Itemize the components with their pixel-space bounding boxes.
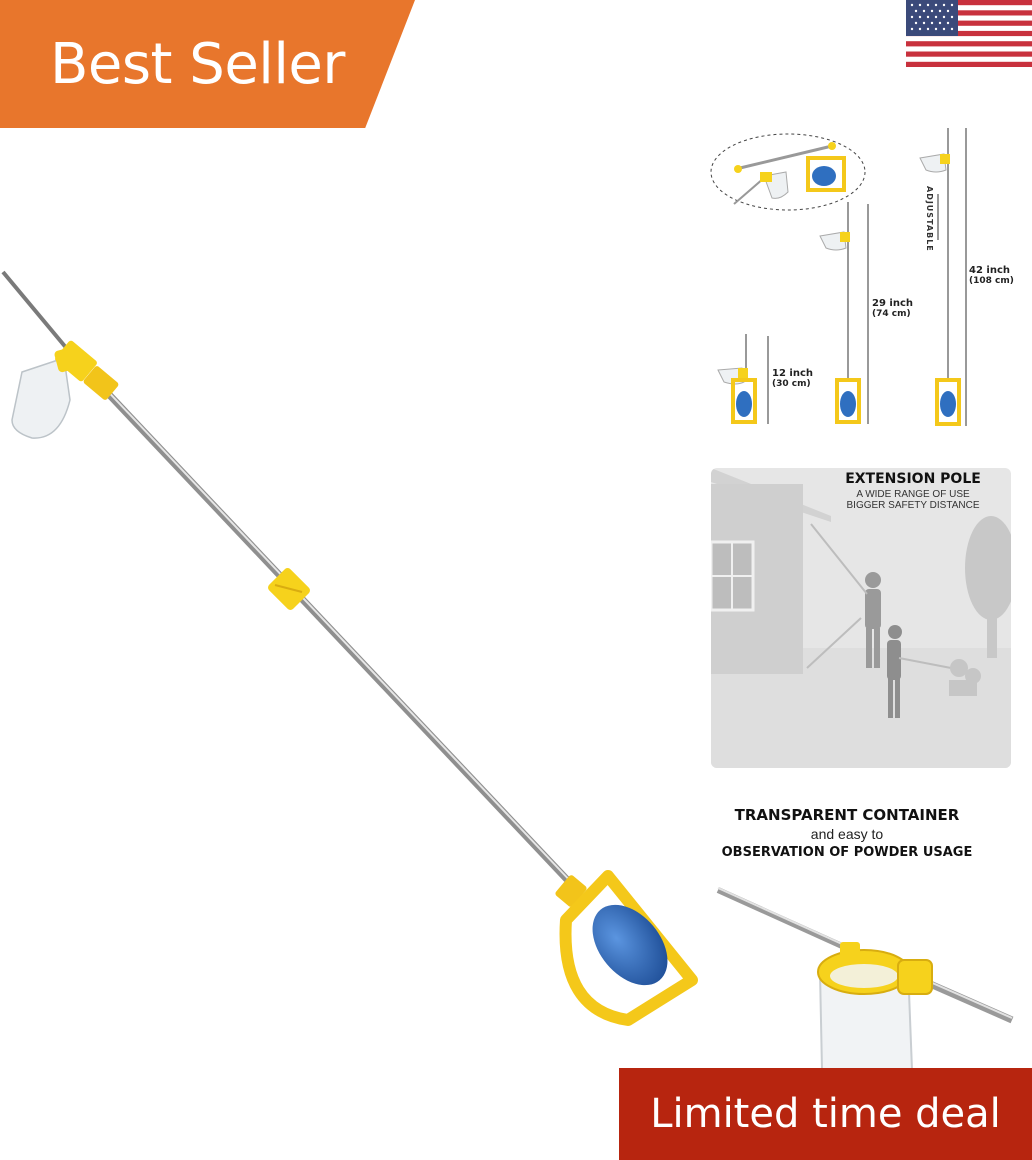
size-label-small: 12 inch (30 cm) — [772, 368, 813, 389]
container-caption: TRANSPARENT CONTAINER and easy to OBSERV… — [712, 806, 982, 860]
extension-pole-caption: EXTENSION POLE A WIDE RANGE OF USE BIGGE… — [828, 471, 998, 511]
extension-line2: BIGGER SAFETY DISTANCE — [846, 500, 980, 511]
size-label-large: 42 inch (108 cm) — [969, 265, 1014, 286]
container-closeup — [712, 880, 1032, 1070]
size-label-medium: 29 inch (74 cm) — [872, 298, 913, 319]
limited-deal-label: Limited time deal — [650, 1091, 1001, 1137]
us-flag-icon — [906, 0, 1032, 67]
extension-line1: A WIDE RANGE OF USE — [856, 489, 970, 500]
extension-pole-scene — [711, 468, 1011, 768]
best-seller-label: Best Seller — [50, 31, 345, 97]
container-line1: and easy to — [810, 826, 884, 842]
duster-product-image — [1, 270, 698, 1026]
best-seller-badge: Best Seller — [0, 0, 415, 128]
container-line2: OBSERVATION OF POWDER USAGE — [721, 845, 973, 860]
usage-scene-illustration — [711, 468, 1011, 768]
adjustable-label: ADJUSTABLE — [925, 186, 934, 252]
limited-deal-badge: Limited time deal — [619, 1068, 1032, 1160]
size-comparison-diagram — [710, 128, 967, 426]
container-closeup-image — [716, 887, 1014, 1070]
extension-title: EXTENSION POLE — [845, 471, 981, 487]
container-title: TRANSPARENT CONTAINER — [734, 806, 960, 824]
